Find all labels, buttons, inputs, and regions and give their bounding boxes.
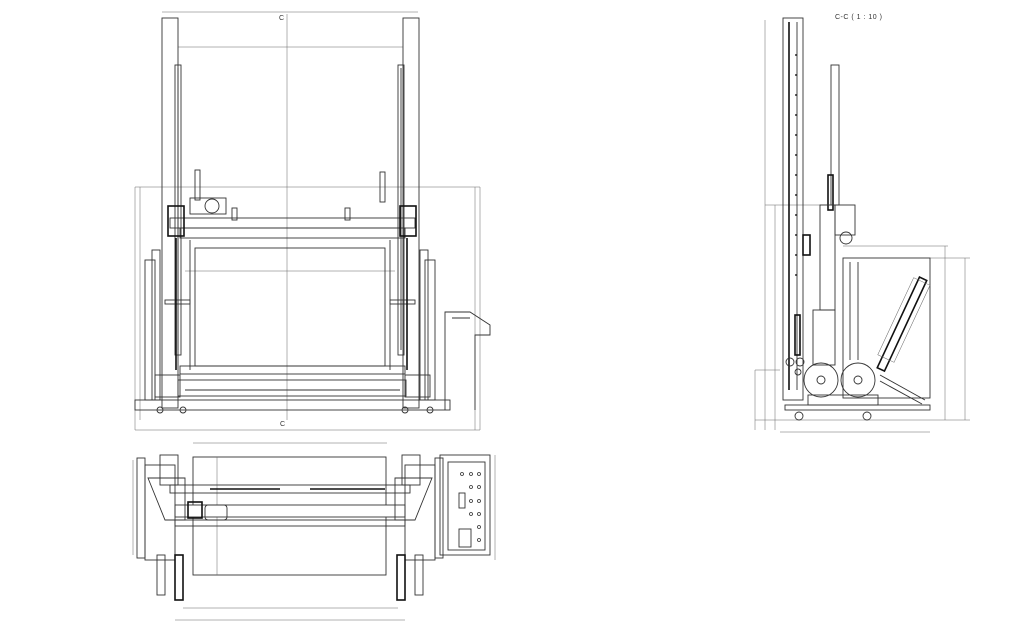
main-frame <box>134 217 451 411</box>
plan-view <box>132 442 496 621</box>
front-view: C C <box>134 11 491 431</box>
plan-left-side <box>136 454 186 601</box>
rolls <box>803 362 876 398</box>
carriage <box>785 64 856 376</box>
plan-dimension-lines <box>132 442 496 621</box>
plan-frame <box>169 484 411 527</box>
base-and-wheels <box>784 394 931 421</box>
section-marker-bottom: C <box>280 421 285 428</box>
side-brackets <box>144 249 436 414</box>
collection-bin <box>842 257 931 405</box>
drive-mechanism <box>167 169 417 370</box>
right-column <box>397 17 420 409</box>
panel-screen <box>458 528 472 548</box>
dimension-lines <box>134 11 481 431</box>
control-panel-plan <box>439 454 491 556</box>
left-column <box>161 17 182 409</box>
section-dimension-lines <box>754 20 970 433</box>
plan-right-side <box>394 454 444 601</box>
panel-display <box>458 492 466 509</box>
section-view-title: C-C ( 1 : 10 ) <box>835 14 882 21</box>
vertical-mast <box>782 17 804 401</box>
section-marker-top: C <box>279 15 284 22</box>
section-view: C-C ( 1 : 10 ) <box>754 14 970 433</box>
control-panel-front <box>444 311 491 410</box>
